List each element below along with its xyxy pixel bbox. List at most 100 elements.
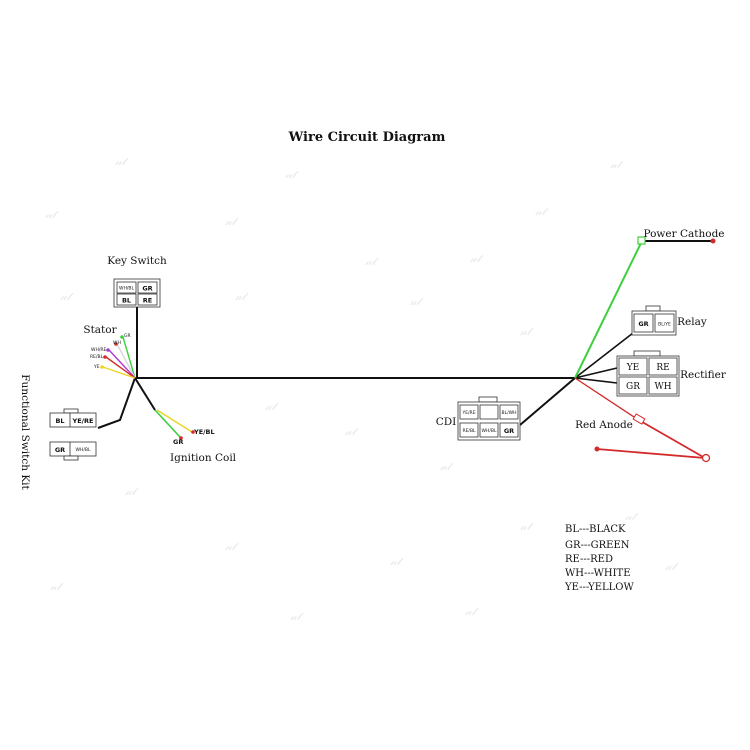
power-cathode-label: Power Cathode — [643, 228, 724, 240]
svg-text:𝓃𝓉: 𝓃𝓉 — [125, 485, 139, 498]
svg-text:𝓃𝓉: 𝓃𝓉 — [265, 400, 279, 413]
relay-wire — [574, 332, 634, 379]
stator-wire-label-2: WH — [113, 340, 121, 346]
switch-kit-connector-bottom: GR WH/BL — [49, 441, 97, 461]
switch-kit-connector-top: BL YE/RE — [49, 408, 97, 428]
rectifier-cell-4: WH — [654, 382, 671, 392]
svg-text:𝓃𝓉: 𝓃𝓉 — [535, 205, 549, 218]
stator-wire-wh — [116, 343, 136, 379]
ignition-wire-label-gr: GR — [173, 438, 183, 446]
svg-text:𝓃𝓉: 𝓃𝓉 — [365, 255, 379, 268]
svg-text:𝓃𝓉: 𝓃𝓉 — [290, 610, 304, 623]
red-anode-wire-c — [596, 448, 706, 459]
key-switch-label: Key Switch — [107, 255, 167, 267]
cdi-top-cell-1: YE/RE — [461, 410, 475, 416]
stator-wire-rebl — [105, 356, 136, 379]
rectifier-cell-2: RE — [656, 363, 669, 373]
stator-end-gr — [120, 335, 124, 339]
red-anode-terminal — [701, 453, 711, 463]
stator-wire-label-1: GR — [124, 333, 131, 339]
stator-wire-whre — [108, 349, 136, 379]
stator-label: Stator — [83, 324, 117, 336]
svg-text:𝓃𝓉: 𝓃𝓉 — [60, 290, 74, 303]
legend-item-red: RE---RED — [565, 554, 613, 565]
red-anode-end — [594, 446, 600, 452]
red-anode-label: Red Anode — [575, 419, 633, 431]
switch-kit-wire — [97, 377, 136, 429]
stator-wire-ye — [102, 366, 136, 379]
power-cathode-end — [710, 238, 716, 244]
stator-wire-gr — [122, 336, 136, 379]
diagram-title: Wire Circuit Diagram — [288, 130, 446, 145]
relay-cell-1: GR — [638, 320, 648, 328]
switch-kit-top-cell-2: YE/RE — [72, 417, 94, 425]
svg-text:𝓃𝓉: 𝓃𝓉 — [235, 290, 249, 303]
rectifier-wire-2 — [574, 377, 618, 384]
relay-cell-2: BL/YE — [658, 322, 671, 328]
red-anode-wire-b — [636, 418, 706, 459]
key-switch-connector: WH/BL GR BL RE — [113, 278, 161, 308]
stator-wire-label-5: YE — [93, 364, 100, 370]
stator-wire-label-3: WH/RE — [91, 347, 106, 353]
cdi-bottom-cell-3: GR — [504, 427, 514, 435]
rectifier-label: Rectifier — [680, 369, 727, 381]
key-switch-cell-4: RE — [143, 297, 152, 305]
ignition-end-yebl — [191, 430, 195, 434]
rectifier-cell-3: GR — [626, 382, 640, 392]
cdi-label: CDI — [436, 416, 457, 428]
ignition-wire-label-yebl: YE/BL — [193, 428, 215, 436]
watermark-pattern: 𝓃𝓉 𝓃𝓉 𝓃𝓉 𝓃𝓉 𝓃𝓉 𝓃𝓉 𝓃𝓉 𝓃𝓉 𝓃𝓉 𝓃𝓉 𝓃𝓉 𝓃𝓉 𝓃𝓉 𝓃… — [45, 155, 679, 623]
switch-kit-top-cell-1: BL — [55, 417, 64, 425]
ignition-coil-green-wire — [154, 409, 181, 438]
relay-connector: GR BL/YE — [631, 305, 677, 336]
ignition-coil-black-wire — [134, 377, 156, 411]
stator-wire-labels: GR WH WH/RE RE/BL YE — [90, 333, 131, 370]
svg-text:𝓃𝓉: 𝓃𝓉 — [50, 580, 64, 593]
svg-text:𝓃𝓉: 𝓃𝓉 — [625, 510, 639, 523]
red-anode-wire-a — [574, 377, 638, 420]
svg-text:𝓃𝓉: 𝓃𝓉 — [225, 215, 239, 228]
power-cathode-green-wire — [574, 240, 643, 379]
stator-end-rebl — [103, 355, 107, 359]
svg-text:𝓃𝓉: 𝓃𝓉 — [465, 605, 479, 618]
svg-text:𝓃𝓉: 𝓃𝓉 — [520, 520, 534, 533]
relay-label: Relay — [677, 316, 707, 328]
stator-end-whre — [106, 348, 110, 352]
rectifier-connector: YE RE GR WH — [616, 350, 680, 397]
legend-item-green: GR---GREEN — [565, 540, 630, 551]
key-switch-cell-2: GR — [142, 285, 152, 293]
svg-text:𝓃𝓉: 𝓃𝓉 — [225, 540, 239, 553]
ignition-coil-label: Ignition Coil — [170, 452, 237, 464]
svg-text:𝓃𝓉: 𝓃𝓉 — [665, 560, 679, 573]
color-legend: BL---BLACK GR---GREEN RE---RED WH---WHIT… — [564, 524, 635, 593]
cdi-bottom-cell-2: WH/BL — [482, 428, 497, 434]
functional-switch-kit-label: Functional Switch Kit — [19, 374, 31, 490]
switch-kit-bottom-cell-1: GR — [55, 446, 65, 454]
cdi-bottom-cell-1: RE/BL — [462, 428, 476, 434]
cdi-connector: YE/RE BL/WH RE/BL WH/BL GR — [457, 396, 521, 441]
ignition-end-gr — [179, 436, 183, 440]
svg-text:𝓃𝓉: 𝓃𝓉 — [345, 425, 359, 438]
key-switch-cell-3: BL — [122, 297, 131, 305]
red-anode-fuse — [632, 413, 646, 425]
ignition-coil-yellow-wire — [156, 409, 193, 433]
rectifier-cell-1: YE — [626, 363, 640, 373]
key-switch-cell-1: WH/BL — [119, 286, 134, 292]
svg-text:𝓃𝓉: 𝓃𝓉 — [610, 158, 624, 171]
cdi-top-cell-3: BL/WH — [502, 410, 517, 416]
legend-item-white: WH---WHITE — [565, 568, 631, 579]
svg-text:𝓃𝓉: 𝓃𝓉 — [440, 460, 454, 473]
legend-item-black: BL---BLACK — [565, 524, 626, 535]
cdi-wire — [519, 377, 576, 426]
svg-text:𝓃𝓉: 𝓃𝓉 — [285, 168, 299, 181]
svg-text:𝓃𝓉: 𝓃𝓉 — [45, 208, 59, 221]
svg-text:𝓃𝓉: 𝓃𝓉 — [520, 325, 534, 338]
rectifier-wire-1 — [574, 367, 618, 379]
svg-text:𝓃𝓉: 𝓃𝓉 — [115, 155, 129, 168]
switch-kit-bottom-cell-2: WH/BL — [76, 447, 91, 453]
power-cathode-terminal — [637, 236, 646, 245]
svg-text:𝓃𝓉: 𝓃𝓉 — [410, 295, 424, 308]
stator-end-wh — [114, 342, 118, 346]
svg-text:𝓃𝓉: 𝓃𝓉 — [390, 555, 404, 568]
